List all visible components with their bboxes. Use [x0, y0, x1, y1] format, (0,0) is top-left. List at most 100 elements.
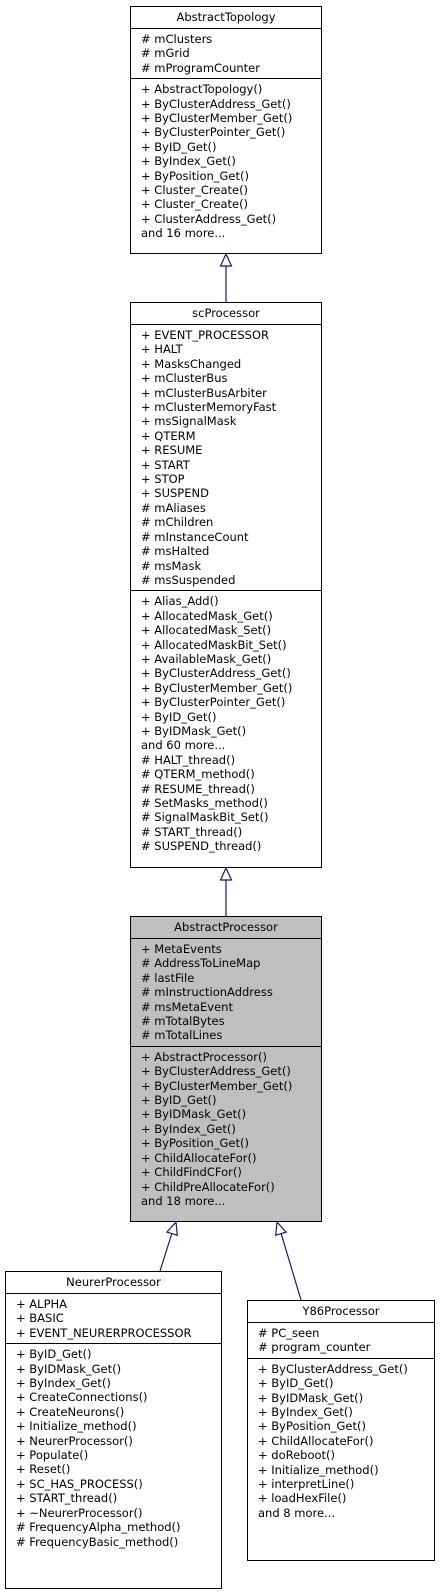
method-row: + ByIndex_Get()	[258, 1405, 353, 1420]
method-row: + NeurerProcessor()	[16, 1433, 133, 1448]
attribute-row: # lastFile	[141, 970, 195, 985]
method-row: + Initialize_method()	[258, 1462, 379, 1477]
attribute-row: + msSignalMask	[141, 414, 237, 429]
attributes-section: + MetaEvents# AddressToLineMap# lastFile…	[131, 939, 321, 1047]
attributes-section: # mClusters# mGrid# mProgramCounter	[131, 29, 321, 80]
attribute-row: + RESUME	[141, 443, 203, 458]
method-row: + ByClusterMember_Get()	[141, 111, 293, 126]
attribute-row: + mClusterBusArbiter	[141, 385, 267, 400]
attribute-row: # mChildren	[141, 515, 214, 530]
method-row: + ByID_Get()	[141, 1093, 217, 1108]
method-row: + Cluster_Create()	[141, 183, 249, 198]
method-row: + AllocatedMask_Get()	[141, 608, 273, 623]
attribute-row: + mClusterBus	[141, 371, 228, 386]
attribute-row: # mClusters	[141, 32, 213, 46]
method-row: # FrequencyAlpha_method()	[16, 1520, 181, 1535]
method-row: + ChildFindCFor()	[141, 1165, 242, 1180]
method-row: + ChildAllocateFor()	[258, 1433, 374, 1448]
attribute-row: + SUSPEND	[141, 486, 209, 501]
method-row: + ChildPreAllocateFor()	[141, 1179, 275, 1194]
method-row: # HALT_thread()	[141, 752, 236, 767]
method-row: + doReboot()	[258, 1448, 336, 1463]
attribute-row: # msMask	[141, 558, 202, 573]
method-row: + Alias_Add()	[141, 594, 219, 609]
method-row: + ~NeurerProcessor()	[16, 1505, 143, 1520]
method-row: + ByPosition_Get()	[258, 1419, 366, 1434]
class-title: NeurerProcessor	[6, 1272, 221, 1294]
attribute-row: # msSuspended	[141, 572, 236, 587]
methods-section: + AbstractProcessor()+ ByClusterAddress_…	[131, 1047, 321, 1211]
attribute-row: # mAliases	[141, 500, 206, 515]
class-neurerprocessor[interactable]: NeurerProcessor + ALPHA+ BASIC+ EVENT_NE…	[5, 1271, 222, 1589]
method-row: + ByIDMask_Get()	[141, 1107, 247, 1122]
attribute-row: # msHalted	[141, 544, 210, 559]
edge-neurerprocessor-to-abstractprocessor	[159, 1232, 173, 1272]
method-row: + ClusterAddress_Get()	[141, 211, 277, 226]
class-abstracttopology[interactable]: AbstractTopology # mClusters# mGrid# mPr…	[130, 6, 322, 254]
method-row: + ChildAllocateFor()	[141, 1150, 257, 1165]
method-row: + Cluster_Create()	[141, 197, 249, 212]
attribute-row: + HALT	[141, 342, 183, 357]
method-row: # QTERM_method()	[141, 767, 255, 782]
method-row: # SignalMaskBit_Set()	[141, 810, 269, 825]
method-row: + loadHexFile()	[258, 1491, 347, 1506]
method-row: and 60 more...	[141, 738, 226, 753]
method-row: + interpretLine()	[258, 1477, 355, 1492]
method-row: + CreateNeurons()	[16, 1404, 125, 1419]
method-row: + CreateConnections()	[16, 1390, 148, 1405]
attribute-row: # mTotalLines	[141, 1028, 223, 1043]
methods-section: + ByID_Get()+ ByIDMask_Get()+ ByIndex_Ge…	[6, 1344, 221, 1552]
methods-section: + ByClusterAddress_Get()+ ByID_Get() + By…	[248, 1359, 434, 1523]
method-row: + AvailableMask_Get()	[141, 651, 272, 666]
attributes-section: # PC_seen# program_counter	[248, 1323, 434, 1359]
attributes-section: + EVENT_PROCESSOR+ HALT+ MasksChanged+ m…	[131, 325, 321, 592]
method-row: + ByClusterPointer_Get()	[141, 125, 286, 140]
attribute-row: + MetaEvents	[141, 942, 222, 956]
class-scprocessor[interactable]: scProcessor + EVENT_PROCESSOR+ HALT+ Mas…	[130, 302, 322, 868]
method-row: + ByID_Get()	[16, 1347, 92, 1362]
method-row: + ByPosition_Get()	[141, 168, 249, 183]
attribute-row: # AddressToLineMap	[141, 956, 261, 971]
attribute-row: + mClusterMemoryFast	[141, 400, 277, 415]
class-abstractprocessor[interactable]: AbstractProcessor + MetaEvents# AddressT…	[130, 916, 322, 1222]
attribute-row: # mGrid	[141, 46, 190, 61]
method-row: + ByID_Get()	[258, 1376, 334, 1391]
method-row: + ByClusterPointer_Get()	[141, 695, 286, 710]
method-row: + ByIDMask_Get()	[141, 723, 247, 738]
attribute-row: # mTotalBytes	[141, 1014, 225, 1029]
method-row: + AbstractProcessor()	[141, 1049, 267, 1064]
method-row: and 16 more...	[141, 226, 226, 241]
method-row: + SC_HAS_PROCESS()	[16, 1476, 143, 1491]
method-row: + ByPosition_Get()	[141, 1136, 249, 1151]
attribute-row: # mProgramCounter	[141, 60, 260, 75]
method-row: + ByClusterAddress_Get()	[141, 1064, 291, 1079]
attribute-row: # mInstructionAddress	[141, 985, 273, 1000]
class-y86processor[interactable]: Y86Processor # PC_seen# program_counter …	[247, 1300, 435, 1561]
class-title: AbstractProcessor	[131, 917, 321, 939]
method-row: + ByIDMask_Get()	[16, 1361, 122, 1376]
attributes-section: + ALPHA+ BASIC+ EVENT_NEURERPROCESSOR	[6, 1294, 221, 1345]
arrowhead-abstractprocessor-left	[165, 1220, 178, 1237]
method-row: + ByIndex_Get()	[141, 1121, 236, 1136]
method-row: # RESUME_thread()	[141, 781, 255, 796]
method-row: # START_thread()	[141, 824, 243, 839]
attribute-row: + MasksChanged	[141, 356, 242, 371]
attribute-row: # msMetaEvent	[141, 999, 233, 1014]
attribute-row: # mInstanceCount	[141, 529, 249, 544]
method-row: + ByIndex_Get()	[141, 154, 236, 169]
method-row: + Reset()	[16, 1462, 71, 1477]
arrowhead-abstracttopology	[219, 252, 233, 267]
edge-y86processor-to-abstractprocessor	[280, 1232, 302, 1301]
method-row: + ByClusterMember_Get()	[141, 1078, 293, 1093]
method-row: # SetMasks_method()	[141, 796, 268, 810]
method-row: and 8 more...	[258, 1505, 336, 1520]
attribute-row: + ALPHA	[16, 1297, 68, 1311]
method-row: + ByClusterMember_Get()	[141, 680, 293, 695]
attribute-row: # program_counter	[258, 1340, 371, 1355]
method-row: + ByID_Get()	[141, 709, 217, 724]
method-row: + START_thread()	[16, 1491, 118, 1506]
method-row: + ByID_Get()	[141, 139, 217, 154]
class-title: scProcessor	[131, 303, 321, 325]
method-row: + ByIndex_Get()	[16, 1376, 111, 1391]
method-row: + ByClusterAddress_Get()	[258, 1361, 408, 1376]
